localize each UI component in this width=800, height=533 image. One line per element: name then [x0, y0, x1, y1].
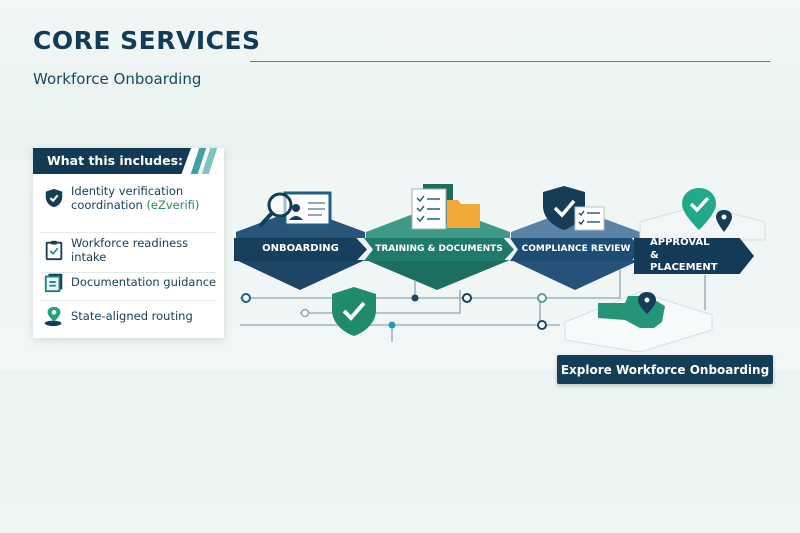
include-item-label: Workforce readiness intake — [71, 236, 189, 264]
explore-workforce-onboarding-button[interactable]: Explore Workforce Onboarding — [557, 355, 773, 384]
shield-check-icon — [45, 188, 63, 208]
include-item-label: State-aligned routing — [71, 309, 193, 323]
divider — [41, 272, 217, 273]
page-subtitle: Workforce Onboarding — [33, 70, 202, 88]
map-pin-icon — [44, 306, 62, 327]
pipeline-step-training-documents[interactable]: TRAINING & DOCUMENTS — [364, 238, 514, 261]
include-item-readiness: Workforce readiness intake — [43, 236, 221, 264]
includes-card: What this includes: Identity verificatio… — [33, 148, 224, 338]
includes-heading: What this includes: — [33, 148, 191, 174]
document-icon — [44, 273, 63, 293]
shield-checklist-icon — [543, 186, 605, 231]
state-map-platform — [564, 291, 713, 353]
divider — [41, 232, 217, 233]
magnifier-profile-icon — [258, 191, 332, 228]
include-item-label: Identity verification coordination — [71, 184, 184, 212]
page-title: CORE SERVICES — [33, 26, 261, 55]
connector-nodes — [241, 293, 547, 330]
include-item-documentation: Documentation guidance — [43, 271, 221, 293]
clipboard-check-icon — [45, 240, 63, 261]
pipeline-step-approval-placement[interactable]: APPROVAL & PLACEMENT — [634, 238, 754, 274]
include-item-highlight: (eZverifi) — [146, 198, 200, 212]
divider — [41, 300, 217, 301]
pipeline-step-onboarding[interactable]: ONBOARDING — [234, 238, 367, 261]
include-item-label: Documentation guidance — [71, 275, 217, 289]
include-item-routing: State-aligned routing — [43, 305, 221, 327]
shield-check-icon — [332, 287, 376, 336]
location-check-icon — [682, 188, 732, 232]
documents-folder-icon — [411, 184, 480, 230]
include-item-identity: Identity verification coordination (eZve… — [43, 184, 221, 212]
pipeline-step-compliance-review[interactable]: COMPLIANCE REVIEW — [510, 238, 642, 261]
title-divider — [250, 61, 770, 62]
